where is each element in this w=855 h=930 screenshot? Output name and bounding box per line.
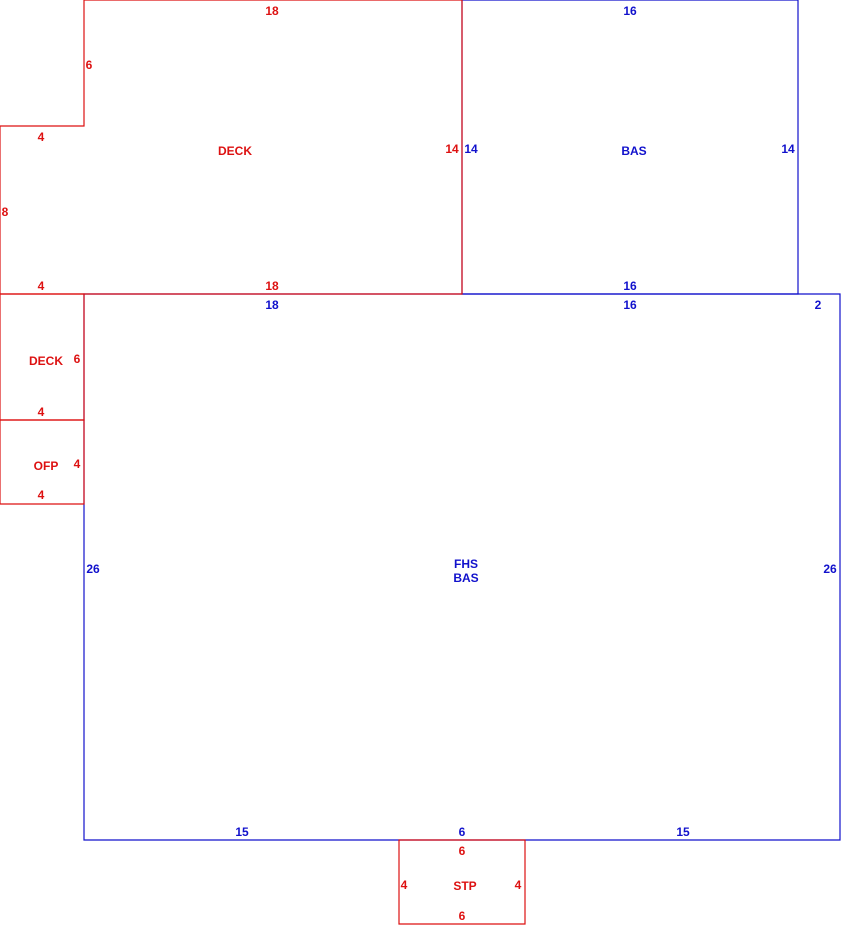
- main-dim-right: 26: [823, 562, 837, 576]
- stp-dim-top: 6: [459, 844, 466, 858]
- ofp-dim-bottom: 4: [38, 488, 45, 502]
- bas-top-label: BAS: [621, 144, 646, 158]
- main-dim-top-left: 18: [265, 298, 279, 312]
- main-label-line2: BAS: [453, 571, 478, 585]
- deck-side-dim-bottom: 4: [38, 405, 45, 419]
- stp-label: STP: [453, 879, 476, 893]
- deck-top-dim-bottom-left: 4: [38, 279, 45, 293]
- deck-top-dim-right: 14: [445, 142, 459, 156]
- ofp-label: OFP: [34, 459, 59, 473]
- bas-top-dim-bottom: 16: [623, 279, 637, 293]
- main-dim-top-right: 2: [815, 298, 822, 312]
- main-dim-bottom-left: 15: [235, 825, 249, 839]
- deck-side-dim-right: 6: [74, 352, 81, 366]
- deck-top-dim-top: 18: [265, 4, 279, 18]
- deck-top-label: DECK: [218, 144, 252, 158]
- stp-dim-bottom: 6: [459, 909, 466, 923]
- main-dim-bottom-right: 15: [676, 825, 690, 839]
- stp-dim-right: 4: [515, 878, 522, 892]
- deck-side-label: DECK: [29, 354, 63, 368]
- bas-top-dim-top: 16: [623, 4, 637, 18]
- ofp-dim-right: 4: [74, 457, 81, 471]
- stp-dim-left: 4: [401, 878, 408, 892]
- ofp-outline: [0, 419, 85, 505]
- deck-top-dim-left-upper: 6: [86, 58, 93, 72]
- upper-deck-outline: [0, 0, 463, 295]
- bas-top-dim-right: 14: [781, 142, 795, 156]
- main-label-line1: FHS: [454, 557, 478, 571]
- deck-top-dim-bottom: 18: [265, 279, 279, 293]
- deck-top-dim-left-lower: 8: [2, 205, 9, 219]
- bas-top-dim-left: 14: [464, 142, 478, 156]
- main-dim-bottom-mid: 6: [459, 825, 466, 839]
- main-dim-left: 26: [86, 562, 100, 576]
- main-dim-top-mid: 16: [623, 298, 637, 312]
- stoop-outline: [398, 839, 526, 925]
- deck-top-dim-step: 4: [38, 130, 45, 144]
